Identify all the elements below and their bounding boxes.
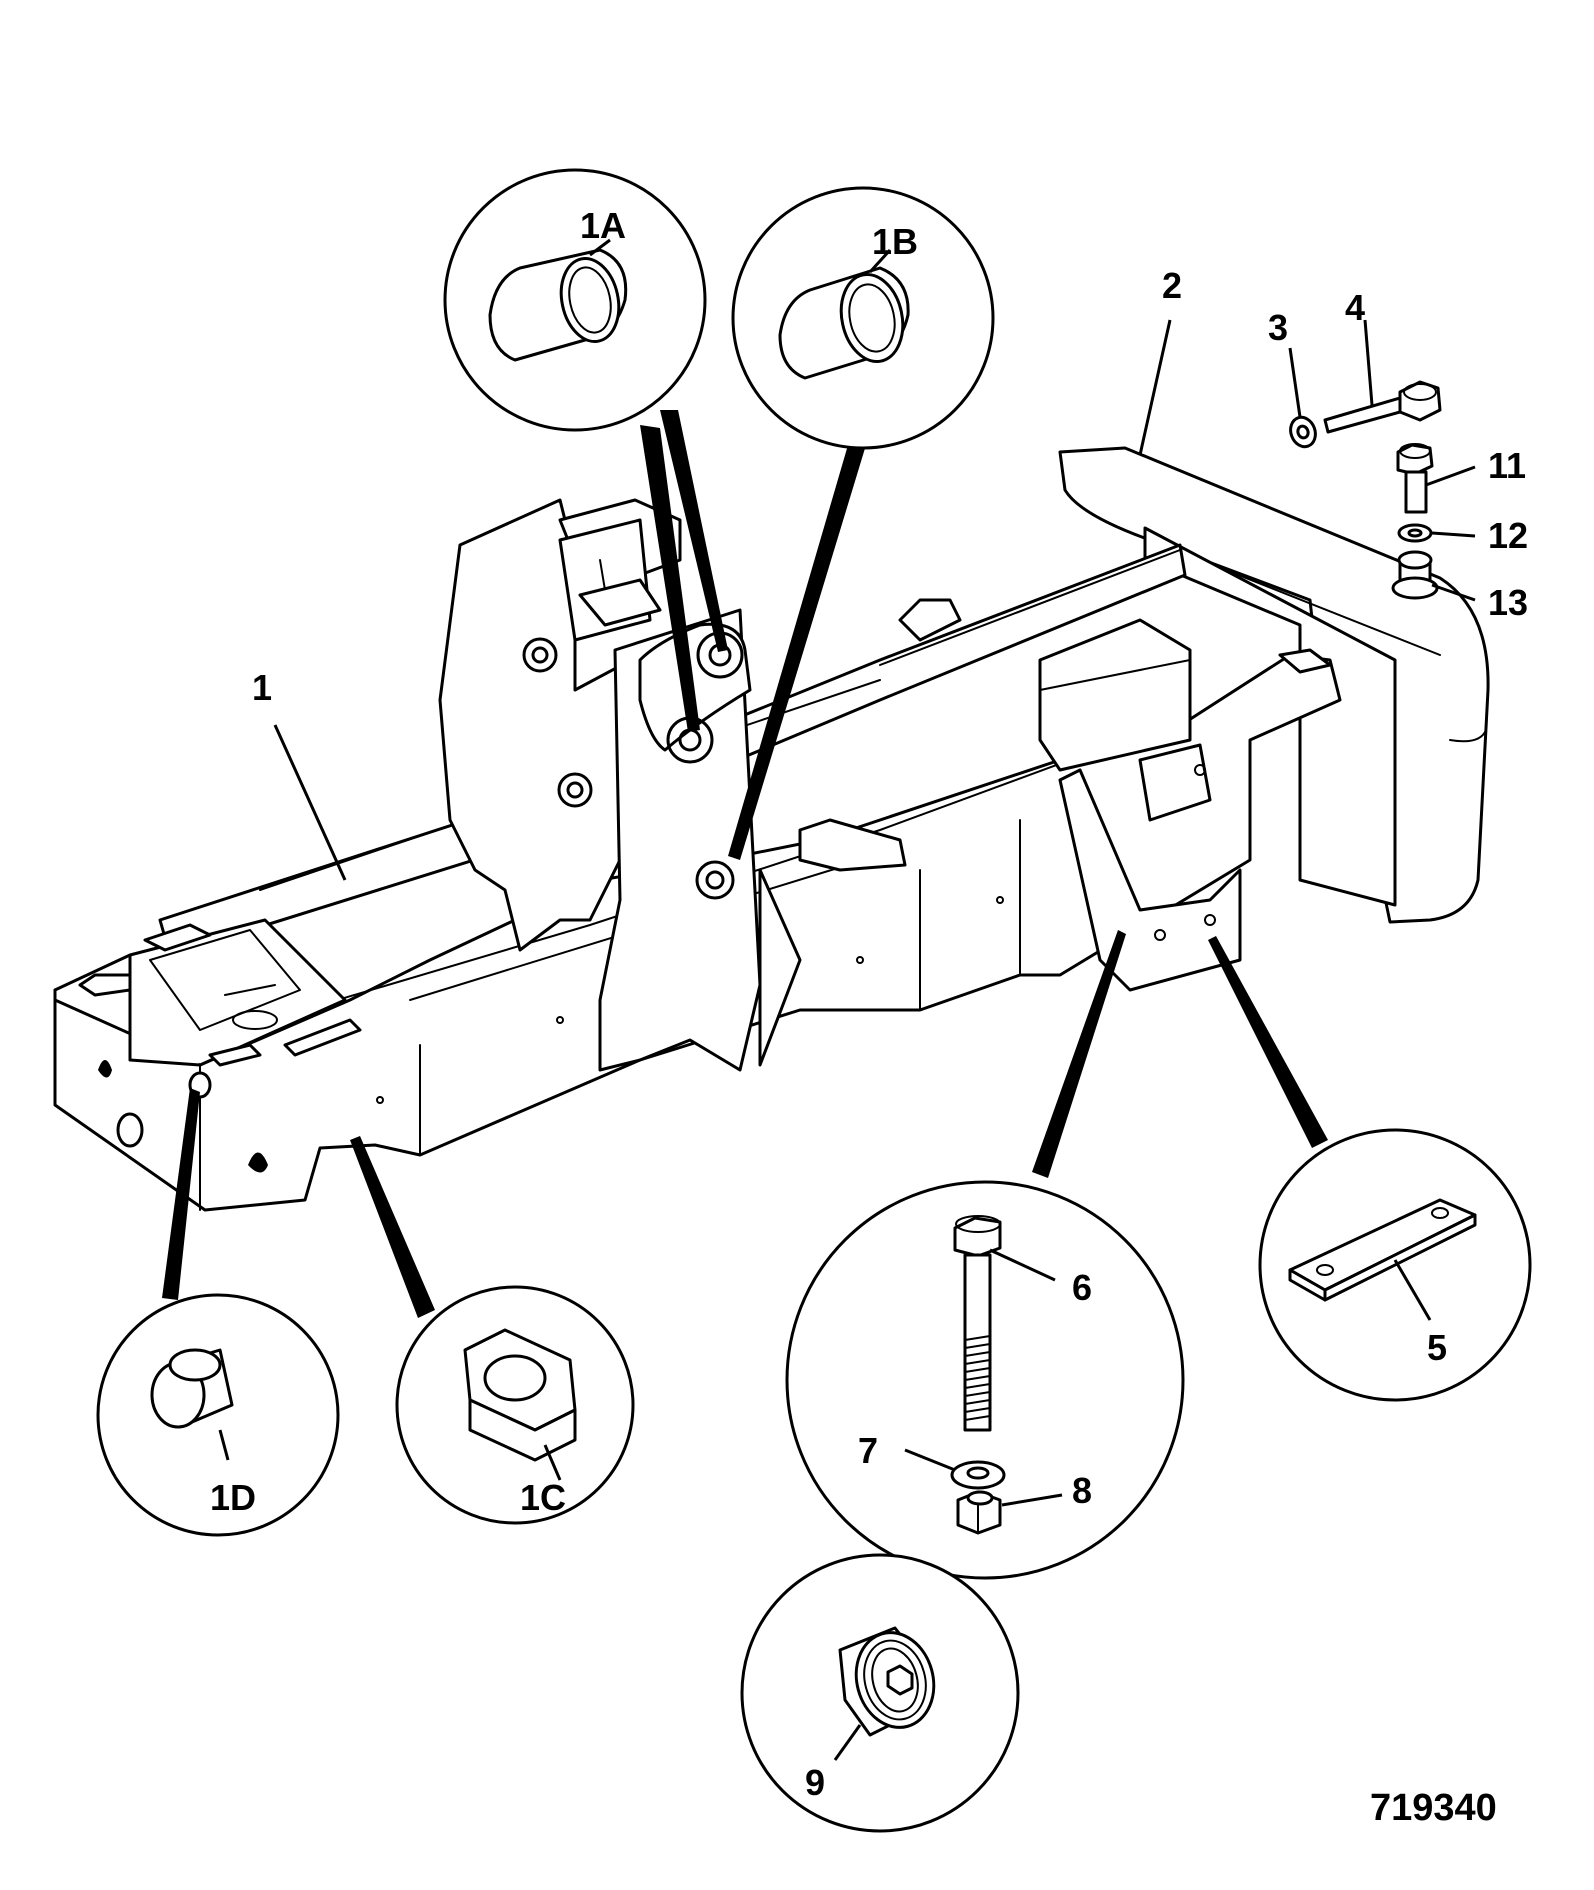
- callout-labels: 1 1A 1B 1C 1D 2 3 4 5 6 7 8 9 11 12 13: [210, 205, 1528, 1803]
- detail-circle-6-7-8: [785, 1180, 1185, 1580]
- callout-13: 13: [1488, 582, 1528, 623]
- detail-circle-5: [1258, 1128, 1532, 1402]
- loose-hardware: [1288, 319, 1476, 602]
- callout-12: 12: [1488, 515, 1528, 556]
- detail-circle-1c: [395, 1285, 635, 1525]
- leader-lines: [162, 319, 1328, 1318]
- callout-1: 1: [252, 667, 272, 708]
- callout-4: 4: [1345, 287, 1365, 328]
- detail-circle-1a: [443, 168, 707, 432]
- callout-6: 6: [1072, 1267, 1092, 1308]
- figure-number: 719340: [1370, 1787, 1497, 1829]
- callout-11: 11: [1488, 445, 1526, 486]
- callout-2: 2: [1162, 265, 1182, 306]
- callout-8: 8: [1072, 1470, 1092, 1511]
- detail-circle-1b: [731, 186, 995, 450]
- callout-5: 5: [1427, 1327, 1447, 1368]
- callout-1d: 1D: [210, 1477, 256, 1518]
- detail-circle-1d: [96, 1293, 340, 1537]
- callout-1c: 1C: [520, 1477, 566, 1518]
- callout-1a: 1A: [580, 205, 626, 246]
- chassis-frame: [53, 446, 1490, 1212]
- callout-3: 3: [1268, 307, 1288, 348]
- callout-9: 9: [805, 1762, 825, 1803]
- callout-1b: 1B: [872, 221, 918, 262]
- callout-7: 7: [858, 1430, 878, 1471]
- detail-circle-9: [740, 1553, 1020, 1833]
